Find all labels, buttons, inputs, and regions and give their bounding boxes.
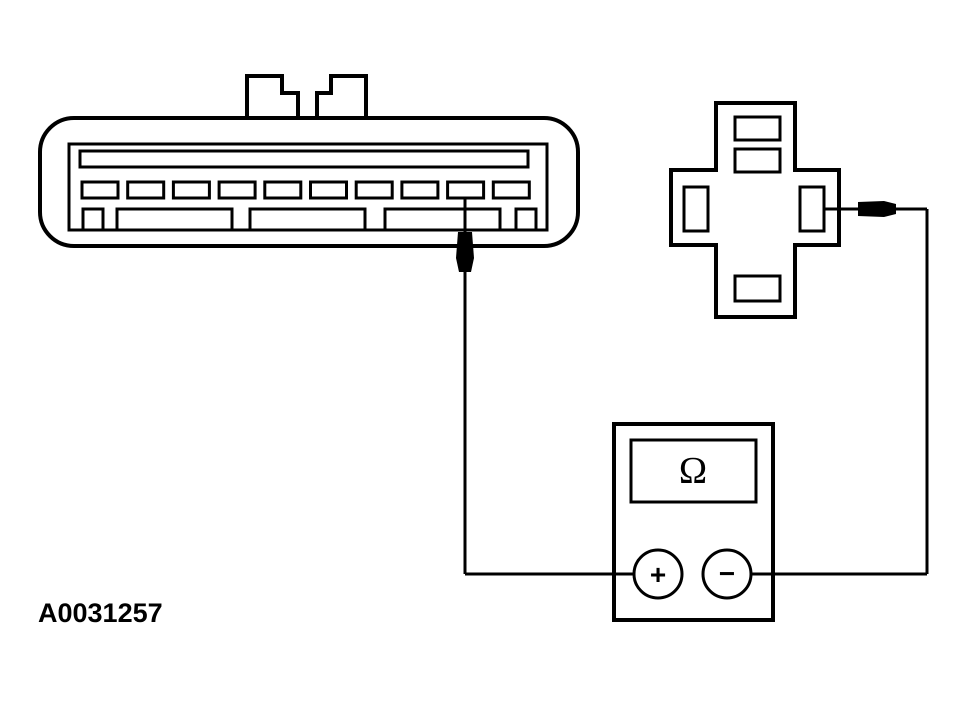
probe-connector-right	[824, 201, 929, 574]
connector-pin-cavity	[309, 180, 348, 200]
connector-pin-cavity	[491, 180, 531, 200]
positive-terminal-label: +	[650, 559, 666, 590]
ohmmeter-display	[629, 438, 758, 504]
connector-cavity-small-left	[81, 207, 105, 232]
positive-terminal[interactable]	[632, 548, 684, 600]
connector-locking-tab	[245, 74, 368, 118]
ohmmeter: Ω + −	[612, 422, 775, 622]
negative-terminal[interactable]	[701, 548, 753, 600]
connector-pin-cavity	[263, 180, 303, 200]
connector-cavity-wide-3	[383, 207, 502, 232]
cross-cavity-right	[798, 185, 826, 233]
connector-long-slot	[78, 149, 530, 169]
cross-cavity-top-1	[733, 115, 782, 142]
cross-connector-body	[669, 101, 841, 319]
connector-housing	[38, 116, 580, 248]
connector-cavity-wide-2	[248, 207, 367, 232]
connector-pin-cavity	[400, 180, 440, 200]
connector-pin-row-upper	[80, 180, 531, 200]
probe-connector-left	[456, 232, 474, 574]
multi-pin-connector	[38, 74, 580, 248]
figure-id: A0031257	[38, 598, 163, 628]
connector-pin-cavity	[126, 180, 166, 200]
cross-cavity-bottom	[733, 274, 782, 303]
cross-connector	[669, 101, 841, 319]
cross-cavity-top-2	[733, 147, 782, 174]
connector-cavity-small-right	[514, 207, 538, 232]
ohmmeter-body	[612, 422, 775, 622]
connector-cavity-wide-1	[115, 207, 234, 232]
connector-pin-cavity	[171, 180, 211, 200]
connector-pin-cavity	[217, 180, 257, 200]
connector-pin-cavity	[80, 180, 120, 200]
connector-pin-cavity	[354, 180, 394, 200]
ohm-symbol: Ω	[679, 450, 707, 492]
negative-terminal-label: −	[719, 558, 735, 589]
connector-pin-cavity	[446, 180, 486, 200]
connector-face	[67, 142, 549, 232]
cross-cavity-left	[682, 185, 710, 233]
